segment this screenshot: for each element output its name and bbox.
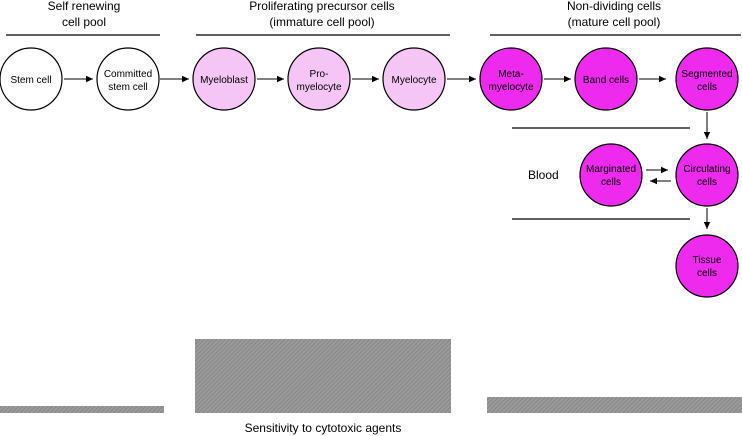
cell-promyelocyte-label-2: myelocyte: [296, 82, 341, 93]
cell-promyelocyte-label-1: Pro-: [310, 69, 329, 80]
header-self-renewing-line1: Self renewing: [48, 0, 121, 13]
cell-marginated-label-2: cells: [601, 177, 621, 188]
cell-promyelocyte: Pro- myelocyte: [287, 47, 351, 111]
cell-myelocyte: Myelocyte: [382, 47, 446, 111]
cell-tissue-label-2: cells: [697, 268, 717, 279]
sensitivity-caption: Sensitivity to cytotoxic agents: [245, 421, 402, 435]
blood-label: Blood: [528, 168, 559, 182]
sensitivity-bar-non-dividing: [487, 397, 742, 413]
header-self-renewing-line2: cell pool: [62, 15, 106, 29]
cell-myelocyte-label: Myelocyte: [391, 75, 436, 86]
cell-metamyelocyte-label-1: Meta-: [498, 69, 524, 80]
cell-segmented-label-2: cells: [697, 82, 717, 93]
header-proliferating: Proliferating precursor cells (immature …: [196, 0, 450, 36]
cell-metamyelocyte-label-2: myelocyte: [488, 82, 533, 93]
cell-band: Band cells: [574, 47, 638, 111]
cell-segmented-label-1: Segmented: [681, 69, 732, 80]
cell-committed: Committed stem cell: [96, 47, 160, 111]
cell-stem: Stem cell: [0, 47, 63, 111]
cell-stem-label: Stem cell: [10, 75, 51, 86]
header-non-dividing: Non-dividing cells (mature cell pool): [490, 0, 741, 36]
cell-marginated-label-1: Marginated: [586, 164, 636, 175]
cell-marginated: Marginated cells: [579, 143, 643, 207]
header-self-renewing: Self renewing cell pool: [6, 0, 160, 36]
cell-committed-label-1: Committed: [104, 69, 152, 80]
cell-committed-label-2: stem cell: [108, 82, 147, 93]
cell-band-label: Band cells: [583, 75, 629, 86]
cell-metamyelocyte: Meta- myelocyte: [479, 47, 543, 111]
cell-segmented: Segmented cells: [675, 47, 739, 111]
cell-circulating-label-2: cells: [697, 177, 717, 188]
cell-tissue-label-1: Tissue: [692, 255, 722, 266]
flow-arrows: [64, 75, 711, 229]
cell-myeloblast: Myeloblast: [192, 47, 256, 111]
cell-tissue: Tissue cells: [675, 234, 739, 298]
cell-circulating: Circulating cells: [675, 143, 739, 207]
header-proliferating-line1: Proliferating precursor cells: [249, 0, 394, 13]
header-proliferating-line2: (immature cell pool): [269, 15, 374, 29]
cell-myeloblast-label: Myeloblast: [200, 75, 248, 86]
header-non-dividing-line1: Non-dividing cells: [567, 0, 661, 13]
sensitivity-bar-proliferating: [195, 339, 451, 413]
cell-circulating-label-1: Circulating: [683, 164, 730, 175]
sensitivity-bar-self-renewing: [0, 406, 164, 413]
header-non-dividing-line2: (mature cell pool): [568, 15, 661, 29]
